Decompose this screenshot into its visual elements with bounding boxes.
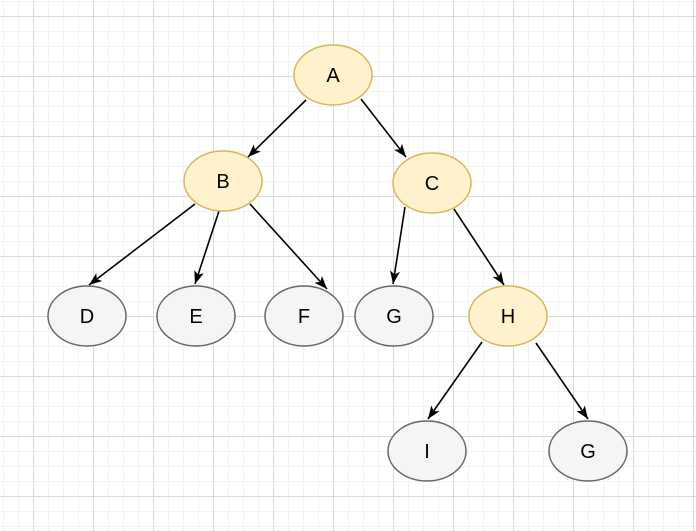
node-B-ellipse[interactable]	[183, 150, 263, 212]
node-F[interactable]: F	[264, 285, 344, 347]
node-F-ellipse[interactable]	[264, 285, 344, 347]
node-D[interactable]: D	[47, 285, 127, 347]
edge-B-F[interactable]	[249, 203, 328, 290]
node-B[interactable]: B	[183, 150, 263, 212]
edges-layer	[88, 98, 589, 420]
node-A-ellipse[interactable]	[293, 44, 373, 106]
edge-H-I[interactable]	[427, 341, 483, 420]
node-I-ellipse[interactable]	[387, 420, 467, 482]
node-G-ellipse[interactable]	[354, 285, 434, 347]
edge-C-H[interactable]	[453, 208, 505, 286]
node-D-ellipse[interactable]	[47, 285, 127, 347]
edge-A-B[interactable]	[247, 99, 307, 158]
edge-B-E[interactable]	[194, 210, 220, 285]
edge-B-D[interactable]	[88, 203, 196, 286]
node-H-ellipse[interactable]	[468, 285, 548, 347]
node-C-ellipse[interactable]	[392, 152, 472, 214]
node-I[interactable]: I	[387, 420, 467, 482]
node-E[interactable]: E	[156, 285, 236, 347]
node-A[interactable]: A	[293, 44, 373, 106]
node-H[interactable]: H	[468, 285, 548, 347]
node-G2-ellipse[interactable]	[548, 420, 628, 482]
edge-A-C[interactable]	[360, 98, 407, 158]
node-G2[interactable]: G	[548, 420, 628, 482]
node-E-ellipse[interactable]	[156, 285, 236, 347]
edge-H-G2[interactable]	[535, 342, 589, 420]
edge-C-G[interactable]	[390, 206, 406, 285]
node-C[interactable]: C	[392, 152, 472, 214]
node-G[interactable]: G	[354, 285, 434, 347]
